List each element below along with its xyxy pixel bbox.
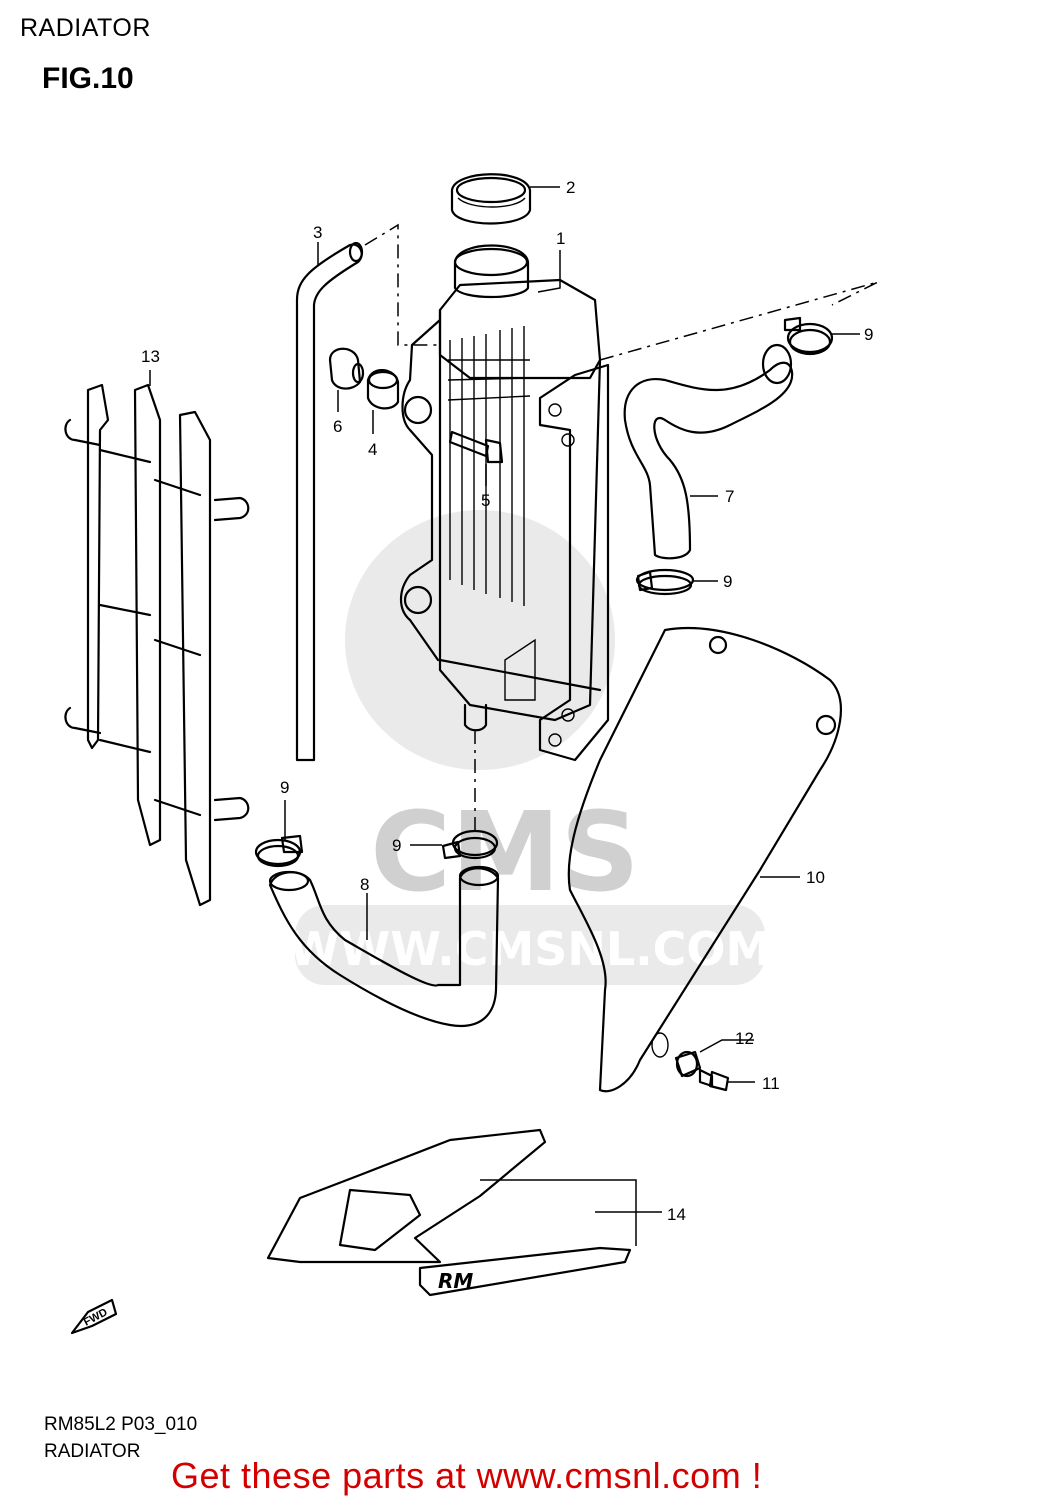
watermark-logo-text: CMS bbox=[370, 788, 639, 916]
callout-1: 1 bbox=[556, 229, 565, 248]
callout-9-left: 9 bbox=[280, 778, 289, 797]
diagram-code: RM85L2 P03_010 bbox=[44, 1414, 198, 1435]
callout-9-middle: 9 bbox=[723, 572, 732, 591]
hose-clamp-upper-hose-end bbox=[635, 568, 695, 596]
decal-set: RM bbox=[266, 1128, 632, 1297]
callout-numbers: 1 2 3 4 5 6 7 8 9 9 9 9 10 11 12 13 14 bbox=[141, 178, 873, 1224]
callout-2: 2 bbox=[566, 178, 575, 197]
radiator bbox=[399, 244, 610, 762]
radiator-cap bbox=[450, 173, 532, 225]
upper-hose bbox=[623, 343, 794, 560]
callout-12: 12 bbox=[735, 1029, 754, 1048]
callout-10: 10 bbox=[806, 868, 825, 887]
callout-6: 6 bbox=[333, 417, 342, 436]
screw bbox=[698, 1068, 730, 1092]
callout-11: 11 bbox=[762, 1074, 780, 1093]
callout-14: 14 bbox=[667, 1205, 686, 1224]
callout-3: 3 bbox=[313, 223, 322, 242]
lower-hose bbox=[268, 865, 500, 1028]
callout-9-lower: 9 bbox=[392, 836, 401, 855]
grommet bbox=[328, 347, 365, 390]
callout-5: 5 bbox=[481, 491, 490, 510]
leader-lines bbox=[149, 186, 879, 1246]
bolt bbox=[448, 430, 504, 464]
hose-clamp-upper bbox=[783, 316, 834, 356]
collar bbox=[674, 1050, 702, 1078]
section-title: RADIATOR bbox=[20, 14, 151, 42]
hose-clamp-lower-left bbox=[254, 834, 304, 868]
callout-7: 7 bbox=[725, 487, 734, 506]
callout-13: 13 bbox=[141, 347, 160, 366]
promo-link-text[interactable]: Get these parts at www.cmsnl.com ! bbox=[171, 1455, 763, 1496]
radiator-cover bbox=[567, 626, 842, 1093]
footer-caption: RADIATOR bbox=[44, 1441, 141, 1462]
decal-rm-text: RM bbox=[438, 1269, 473, 1293]
watermark-url-text: WWW.CMSNL.COM bbox=[289, 922, 772, 976]
callout-8: 8 bbox=[360, 875, 369, 894]
cushion bbox=[366, 369, 400, 410]
forward-direction-arrow: FWD bbox=[70, 1298, 118, 1335]
callout-9-upper: 9 bbox=[864, 325, 873, 344]
figure-label: FIG.10 bbox=[42, 62, 134, 95]
callout-4: 4 bbox=[368, 440, 377, 459]
radiator-guard bbox=[64, 383, 250, 907]
breather-hose bbox=[295, 241, 364, 762]
watermark: CMS WWW.CMSNL.COM bbox=[289, 510, 772, 985]
